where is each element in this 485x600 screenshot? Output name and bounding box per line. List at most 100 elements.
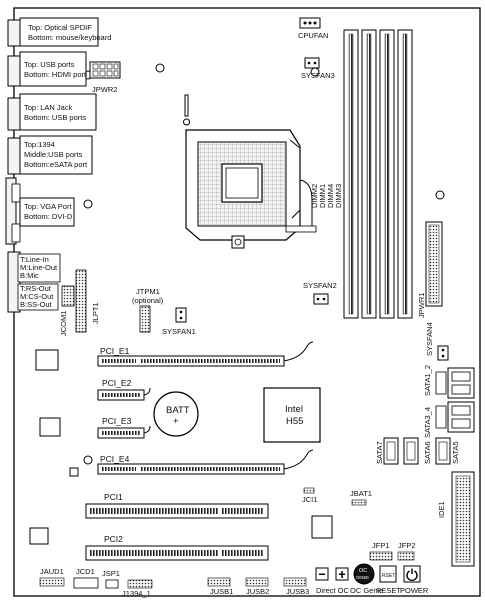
pci1-label: PCI1 [104, 492, 123, 502]
reset-button[interactable]: RSET RESET [376, 565, 401, 595]
jusb2-header: JUSB2 [245, 577, 269, 596]
pci-e3-label: PCI_E3 [102, 416, 132, 426]
jtpm1-label: JTPM1 [136, 287, 160, 296]
dimm1-label: DIMM1 [318, 184, 327, 208]
chipset-label-line1: Intel [285, 404, 303, 415]
chipset-label-line2: H55 [286, 416, 303, 427]
power-button[interactable]: POWER [400, 565, 429, 595]
reset-label: RESET [376, 586, 401, 595]
io-usb-hdmi-line1: Top: USB ports [24, 60, 75, 69]
io-audio2-line1: T:RS-Out [20, 284, 52, 293]
io-usb-hdmi-block: Top: USB ports Bottom: HDMI port [7, 51, 87, 87]
io-audio2-line2: M:CS-Out [20, 292, 54, 301]
pci2-label: PCI2 [104, 534, 123, 544]
sata6-label: SATA6 [423, 441, 432, 464]
sysfan2-header: SYSFAN2 [303, 281, 337, 305]
io-audio-block: T:Line-In M:Line-Out B:Mic T:RS-Out M:CS… [7, 251, 61, 313]
sysfan1-header: SYSFAN1 [162, 307, 196, 336]
jcd1-label: JCD1 [76, 567, 95, 576]
jaud1-header: JAUD1 [39, 567, 65, 587]
sata5-label: SATA5 [451, 441, 460, 464]
jfp2-header: JFP2 [397, 541, 416, 561]
io-spdif-line2: Bottom: mouse/keyboard [28, 33, 111, 42]
jpwr2-connector: JPWR2 [89, 61, 121, 94]
small-chip-1 [69, 467, 79, 477]
ide1-label: IDE1 [437, 501, 446, 518]
io-vga-dvi-block: Top: VGA Port Bottom: DVI-D [5, 177, 75, 245]
sysfan1-label: SYSFAN1 [162, 327, 196, 336]
jfp1-header: JFP1 [369, 541, 393, 561]
pci1-slot: PCI1 [85, 492, 269, 519]
sata5-port: SATA5 [435, 437, 460, 465]
jfp2-label: JFP2 [398, 541, 416, 550]
jcom1-header: JCOM1 [59, 285, 75, 336]
jsp1-header: JSP1 [102, 569, 120, 589]
j1394-1-label: J1394_1 [122, 589, 151, 598]
sysfan4-label: SYSFAN4 [425, 322, 434, 356]
super-io-chip [35, 349, 59, 371]
jcom1-label: JCOM1 [59, 311, 68, 336]
sysfan2-label: SYSFAN2 [303, 281, 337, 290]
io-spdif-ps2-block: Top: Optical SPDIF Bottom: mouse/keyboar… [7, 17, 111, 47]
sysfan4-header: SYSFAN4 [425, 322, 449, 361]
jlpt1-header: JLPT1 [75, 269, 100, 333]
power-icon [406, 568, 418, 581]
io-lan-line1: Top: LAN Jack [24, 103, 73, 112]
cpufan-header: CPUFAN [298, 17, 328, 40]
io-1394-line2: Middle:USB ports [24, 150, 83, 159]
sysfan3-label: SYSFAN3 [301, 71, 335, 80]
batt-label: BATT [166, 405, 190, 416]
io-lan-usb-block: Top: LAN Jack Bottom: USB ports [7, 93, 97, 131]
io-audio2-line3: B:SS-Out [20, 300, 53, 309]
pci-e2-label: PCI_E2 [102, 378, 132, 388]
jaud1-label: JAUD1 [40, 567, 64, 576]
chipset-h55: Intel H55 [263, 387, 321, 443]
cpufan-label: CPUFAN [298, 31, 328, 40]
dimm2-label: DIMM2 [310, 184, 319, 208]
clock-chip [311, 515, 333, 539]
io-1394-line3: Bottom:eSATA port [24, 160, 88, 169]
sata1-2-label: SATA1_2 [423, 365, 432, 396]
lan-chip [39, 417, 61, 437]
oc-badge-line1: OC [359, 568, 367, 574]
dimm-slots: DIMM2 DIMM1 DIMM4 DIMM3 [310, 29, 413, 319]
direct-oc-label: Direct OC [316, 586, 350, 595]
io-vga-line2: Bottom: DVI-D [24, 212, 73, 221]
jusb2-label: JUSB2 [246, 587, 269, 596]
jci1-header: JCI1 [302, 487, 317, 504]
jtpm1-optional-note: (optional) [132, 296, 164, 305]
jpwr2-label: JPWR2 [92, 85, 117, 94]
jusb1-label: JUSB1 [210, 587, 233, 596]
audio-codec-chip [29, 527, 49, 545]
jpwr1-label: JPWR1 [417, 293, 426, 318]
jcd1-header: JCD1 [73, 567, 99, 589]
pci-e2-slot: PCI_E2 [97, 378, 151, 401]
jtpm1-header: JTPM1 (optional) [132, 287, 164, 333]
io-lan-line2: Bottom: USB ports [24, 113, 86, 122]
jusb3-header: JUSB3 [283, 577, 309, 596]
pci-e1-slot: PCI_E1 [97, 341, 314, 367]
jsp1-label: JSP1 [102, 569, 120, 578]
batt-plus-label: + [173, 416, 179, 427]
jfp1-label: JFP1 [372, 541, 390, 550]
pci-e1-label: PCI_E1 [100, 346, 130, 356]
jusb3-label: JUSB3 [286, 587, 309, 596]
io-vga-line1: Top: VGA Port [24, 202, 72, 211]
jpwr1-connector: JPWR1 [417, 221, 443, 318]
jci1-label: JCI1 [302, 495, 317, 504]
sata7-port: SATA7 [375, 437, 399, 465]
dimm4-label: DIMM4 [326, 184, 335, 208]
sata1-2-ports: SATA1_2 [423, 365, 475, 399]
pci2-slot: PCI2 [85, 534, 269, 561]
io-spdif-line1: Top: Optical SPDIF [28, 23, 92, 32]
svg-text:RSET: RSET [382, 573, 395, 579]
io-1394-line1: Top:1394 [24, 140, 55, 149]
dimm3-label: DIMM3 [334, 184, 343, 208]
cmos-battery: BATT + [153, 391, 199, 437]
io-usb-hdmi-line2: Bottom: HDMI port [24, 70, 87, 79]
oc-genie-button[interactable]: OC GENIE OC Genie [350, 563, 383, 595]
pci-e3-slot: PCI_E3 [97, 416, 151, 439]
jbat1-header: JBAT1 [350, 489, 372, 506]
direct-oc-buttons[interactable]: Direct OC [315, 567, 350, 595]
